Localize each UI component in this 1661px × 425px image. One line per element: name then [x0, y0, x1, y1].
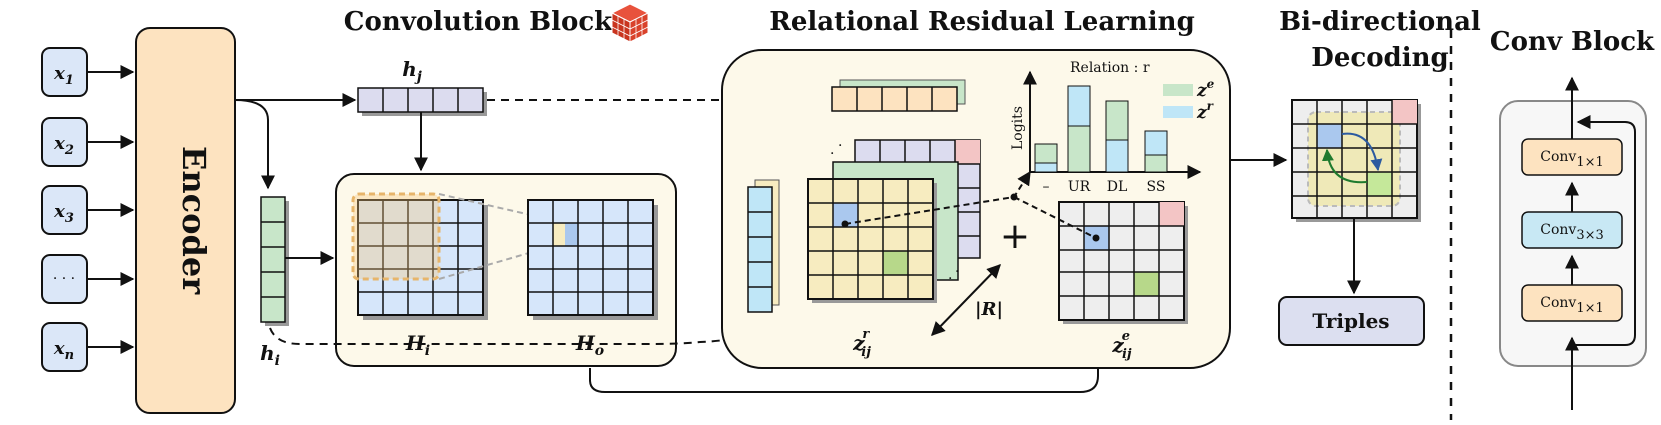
Ho-matrix: Ho — [527, 199, 658, 359]
conv-layer-top: Conv1×1 — [1521, 138, 1623, 176]
bar-ur-e — [1067, 125, 1091, 173]
svg-text:·: · — [830, 146, 834, 162]
svg-text:x2: x2 — [53, 133, 74, 158]
encoder-block: Encoder — [135, 27, 236, 414]
bidir-title-line2: Decoding — [1311, 43, 1448, 73]
input-xn: xn — [41, 322, 88, 372]
plus-sign: + — [1000, 216, 1030, 257]
hj-stack — [831, 79, 966, 112]
svg-text:x3: x3 — [53, 201, 74, 226]
convolution-panel: Hi Ho — [335, 173, 677, 367]
conv-block-panel: Conv1×1 Conv3×3 Conv1×1 — [1499, 76, 1647, 410]
relation-logits-chart: Logits Relation : r – UR DL SS ze zr — [1010, 60, 1215, 195]
hi-stack — [747, 179, 780, 313]
svg-text:·: · — [948, 271, 952, 287]
Hi-label: Hi — [405, 331, 430, 359]
bar-ss-e — [1144, 154, 1168, 173]
conv-layer-middle: Conv3×3 — [1521, 211, 1623, 249]
conv-layer-bottom: Conv1×1 — [1521, 284, 1623, 322]
svg-text:·: · — [838, 138, 842, 154]
legend-label-r: zr — [1196, 99, 1215, 123]
triples-box: Triples — [1278, 296, 1425, 346]
triples-label: Triples — [1312, 309, 1389, 333]
Ho-label: Ho — [575, 331, 604, 359]
input-label: x — [53, 338, 65, 359]
legend-swatch-e — [1163, 84, 1193, 96]
R-label: |R| — [975, 299, 1003, 320]
decoding-grid — [1291, 99, 1421, 222]
hi-vector: hi — [260, 196, 289, 369]
input-ellipsis: · · · — [41, 254, 88, 304]
bar-dl-r — [1105, 139, 1129, 173]
chart-tick: SS — [1147, 179, 1166, 195]
svg-text:·: · — [955, 264, 959, 280]
encoder-label: Encoder — [175, 146, 213, 295]
svg-text:Conv1×1: Conv1×1 — [1540, 149, 1604, 170]
bidir-title-line1: Bi-directional — [1279, 7, 1481, 37]
input-label: x — [53, 201, 65, 222]
legend-swatch-r — [1163, 106, 1193, 118]
input-subscript: 2 — [64, 143, 74, 158]
input-x1: x1 — [41, 47, 88, 97]
input-subscript: 1 — [65, 73, 74, 88]
input-subscript: n — [65, 348, 74, 363]
hj-vector: hj — [357, 57, 487, 116]
input-subscript: 3 — [65, 211, 74, 226]
input-x2: x2 — [41, 117, 88, 167]
svg-text:Conv1×1: Conv1×1 — [1540, 295, 1604, 316]
bar-none-r — [1034, 162, 1058, 173]
chart-tick: DL — [1107, 179, 1128, 195]
Hi-matrix: Hi — [351, 192, 488, 359]
input-tokens: x1 x2 x3 · · · xn — [41, 47, 135, 372]
chart-tick: – — [1043, 179, 1050, 195]
hj-label: hj — [402, 57, 422, 85]
brick-cube-icon — [610, 3, 650, 43]
svg-text:x1: x1 — [53, 63, 74, 88]
input-x3: x3 — [41, 185, 88, 235]
svg-text:xn: xn — [53, 338, 74, 363]
legend-label-e: ze — [1196, 77, 1215, 101]
input-label: · · · — [53, 271, 75, 287]
chart-title: Relation : r — [1070, 60, 1150, 76]
input-label: x — [53, 133, 65, 154]
rrl-title: Relational Residual Learning — [769, 7, 1195, 37]
convolution-block-title: Convolution Block — [344, 7, 613, 37]
chart-ylabel: Logits — [1010, 106, 1026, 150]
svg-text:Conv3×3: Conv3×3 — [1540, 222, 1604, 243]
svg-text:· · ·: · · · — [53, 271, 75, 287]
input-label: x — [53, 63, 65, 84]
conv-block-title: Conv Block — [1490, 27, 1655, 57]
hi-label: hi — [260, 341, 280, 369]
chart-tick: UR — [1068, 179, 1091, 195]
